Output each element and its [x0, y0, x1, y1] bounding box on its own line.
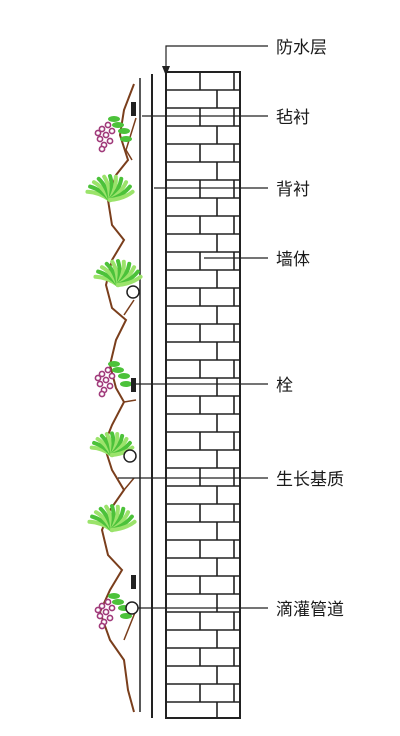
- fern-plant-icon: [89, 431, 135, 457]
- anchor-bolt-icon: [131, 378, 136, 392]
- flower-plant-icon: [94, 361, 132, 398]
- fern-plant-icon: [85, 174, 135, 202]
- flower-plant-icon: [94, 593, 132, 630]
- drip-emitter-icon: [123, 449, 137, 463]
- anchor-bolt-icon: [131, 102, 136, 116]
- flower-plant-icon: [94, 116, 132, 153]
- backing-layer: [139, 74, 153, 718]
- leader-lines: [118, 45, 268, 609]
- label-felt-liner: 毡衬: [276, 108, 310, 128]
- label-drip-irrigation: 滴灌管道: [276, 600, 344, 620]
- plants: [85, 116, 143, 630]
- label-waterproof-layer: 防水层: [276, 38, 327, 58]
- fern-plant-icon: [93, 259, 143, 287]
- leader-waterproof: [165, 45, 268, 72]
- drip-emitter-icon: [126, 285, 140, 299]
- label-growth-medium: 生长基质: [276, 470, 344, 490]
- fern-plant-icon: [87, 504, 137, 532]
- growth-medium-sections: [123, 117, 137, 641]
- anchor-bolt-icon: [131, 575, 136, 589]
- arrow-head-icon: [162, 66, 170, 76]
- label-wall: 墙体: [276, 250, 310, 270]
- drip-emitter-icon: [125, 601, 139, 615]
- anchors-and-emitters: [123, 102, 140, 615]
- label-backing: 背衬: [276, 180, 310, 200]
- wall-bricks: [165, 71, 241, 719]
- label-anchor: 栓: [276, 376, 293, 396]
- wall-outline: [165, 71, 241, 719]
